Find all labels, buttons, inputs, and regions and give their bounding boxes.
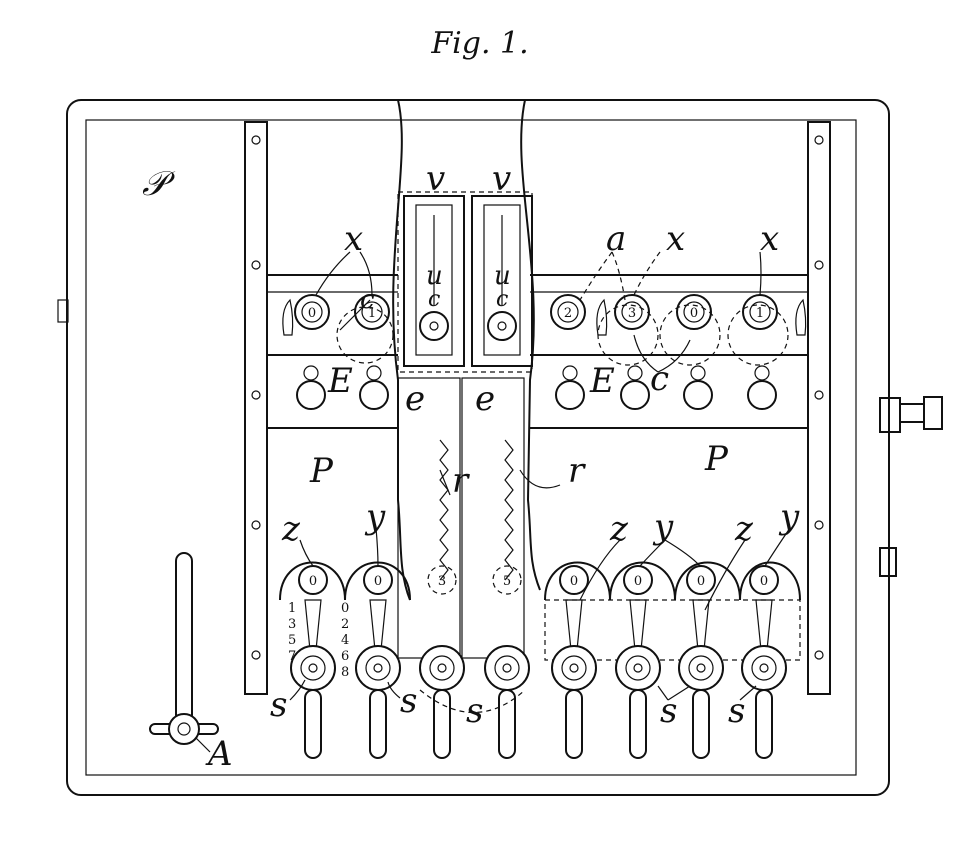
lower-dial-digit: 0	[374, 574, 382, 589]
label-c: c	[650, 359, 669, 399]
upper-dial-digit: 1	[756, 306, 764, 321]
svg-text:0: 0	[341, 601, 349, 616]
gear-wheel	[419, 311, 449, 341]
svg-text:1: 1	[288, 601, 296, 616]
gear-wheel	[487, 311, 517, 341]
label-y: y	[652, 507, 674, 547]
s-link-arc	[419, 689, 526, 714]
label-c: c	[428, 287, 440, 312]
svg-text:5: 5	[288, 633, 296, 648]
lever-a	[149, 552, 219, 745]
svg-text:2: 2	[341, 617, 349, 632]
upper-dial-digit: 0	[308, 306, 316, 321]
svg-text:3: 3	[288, 617, 296, 632]
label-s: s	[660, 691, 677, 731]
e-plate-knobs	[296, 365, 777, 410]
dotted-field	[544, 599, 801, 661]
upper-dial	[550, 294, 586, 330]
label-r: r	[568, 451, 586, 491]
label-s: s	[400, 681, 417, 721]
upper-dial	[294, 294, 330, 330]
label-e: e	[475, 379, 495, 419]
lower-dial-digit: 5	[503, 574, 511, 589]
upper-dial-digit: 0	[690, 306, 698, 321]
svg-text:7: 7	[288, 649, 296, 664]
cutaway-left-edge	[392, 99, 411, 601]
inner-casing	[85, 119, 857, 776]
lower-dial-digit: 0	[570, 574, 578, 589]
label-z: z	[734, 509, 754, 549]
cutaway-right-edge	[520, 99, 541, 591]
right-rail	[807, 121, 831, 695]
upper-dial-row: 0 1 2 3 0 1	[294, 294, 789, 366]
label-E: E	[589, 361, 615, 401]
label-x: x	[344, 219, 363, 259]
lower-dial-digit: 0	[697, 574, 705, 589]
label-s: s	[728, 691, 745, 731]
left-rail	[244, 121, 268, 695]
label-c: c	[496, 287, 508, 312]
upper-dial-digit: 1	[368, 306, 376, 321]
reference-labels: 𝒫 x c v v u u c c a x x E E c e e P P r …	[142, 159, 800, 774]
upper-racks	[397, 191, 533, 373]
svg-text:8: 8	[341, 665, 349, 680]
label-A: A	[205, 734, 233, 774]
label-s: s	[270, 685, 287, 725]
key-stems	[304, 599, 773, 651]
leader-lines	[195, 251, 791, 753]
label-v: v	[492, 159, 511, 199]
label-y: y	[778, 497, 800, 537]
upper-transverse-bar	[267, 274, 808, 429]
upper-dial-digit: 2	[564, 306, 572, 321]
right-crank-handle	[879, 396, 943, 433]
outer-casing	[66, 99, 890, 796]
upper-dial	[676, 294, 712, 330]
label-v: v	[426, 159, 445, 199]
upper-dial	[614, 294, 650, 330]
svg-text:4: 4	[341, 633, 349, 648]
label-e: e	[405, 379, 425, 419]
lower-housing-left	[279, 561, 411, 601]
svg-text:6: 6	[341, 649, 349, 664]
lower-dial-digit: 0	[634, 574, 642, 589]
label-x: x	[760, 219, 779, 259]
label-z: z	[281, 509, 301, 549]
label-y: y	[364, 497, 386, 537]
lower-racks	[397, 377, 525, 659]
label-x: x	[666, 219, 685, 259]
figure-caption: Fig. 1.	[431, 26, 529, 61]
label-s: s	[466, 691, 483, 731]
label-P: P	[704, 439, 729, 479]
right-side-stud	[879, 547, 897, 577]
label-u: u	[426, 261, 443, 291]
label-P: P	[309, 451, 334, 491]
label-E: E	[327, 361, 353, 401]
lower-dial-row: 0 0 3 5 0 0 0 0	[298, 565, 779, 595]
label-c: c	[360, 285, 375, 315]
left-side-knob	[57, 299, 69, 323]
lower-dial-digit: 3	[438, 574, 446, 589]
digit-scales: 1 3 5 7 0 2 4 6 8	[288, 601, 349, 680]
lower-dial-digit: 0	[309, 574, 317, 589]
key-row	[290, 645, 787, 759]
label-z: z	[609, 509, 629, 549]
lower-dial-digit: 0	[760, 574, 768, 589]
upper-dial-digit: 3	[628, 306, 636, 321]
label-u: u	[494, 261, 511, 291]
label-r: r	[452, 461, 470, 501]
label-p-script: 𝒫	[142, 164, 176, 204]
label-a: a	[606, 219, 626, 259]
